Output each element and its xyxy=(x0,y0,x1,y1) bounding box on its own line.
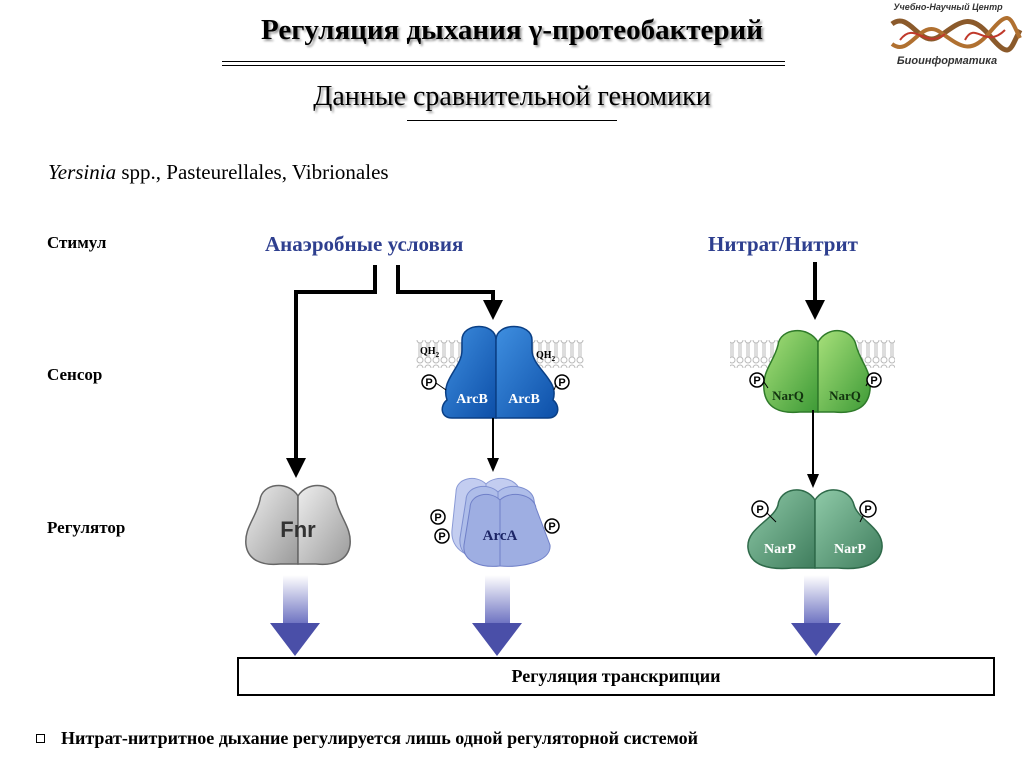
svg-text:P: P xyxy=(753,375,760,387)
phospho-arcb-left-icon: P xyxy=(421,374,447,391)
note-text: Нитрат-нитритное дыхание регулируется ли… xyxy=(61,728,699,748)
page-title: Регуляция дыхания γ-протеобактерий xyxy=(261,14,763,46)
bottom-note: Нитрат-нитритное дыхание регулируется ли… xyxy=(36,728,698,749)
phospho-narp-left-icon: P xyxy=(751,500,777,523)
arrow-anaerobic-to-arcb xyxy=(396,265,503,320)
logo-bottom-text: Биоинформатика xyxy=(896,55,998,67)
arrow-anaerobic-to-fnr xyxy=(286,265,377,478)
svg-text:P: P xyxy=(864,504,871,516)
phospho-arca-1-icon: P xyxy=(430,509,446,525)
fnr-regulator xyxy=(245,484,351,566)
row-label-regulator: Регулятор xyxy=(47,518,126,537)
narp-left-label: NarP xyxy=(764,542,796,557)
svg-text:P: P xyxy=(756,504,763,516)
row-label-stimulus: Стимул xyxy=(47,233,107,252)
title-underline-second xyxy=(222,65,785,66)
checkbox-bullet-icon xyxy=(36,734,45,743)
arcb-left-label: ArcB xyxy=(456,392,488,407)
phospho-narp-right-icon: P xyxy=(859,500,877,523)
qh2-left-label: QH2 xyxy=(420,346,440,359)
svg-text:P: P xyxy=(425,377,432,389)
output-arrow-fnr xyxy=(270,575,320,656)
arcb-right-label: ArcB xyxy=(508,392,540,407)
arrow-narq-to-narp xyxy=(807,410,819,488)
phospho-markers: P P P P P P P P P xyxy=(421,372,882,544)
svg-text:P: P xyxy=(870,375,877,387)
organism-genus: Yersinia xyxy=(48,160,117,184)
arca-regulator xyxy=(451,477,551,567)
qh2-right-label: QH2 xyxy=(536,350,556,363)
transcription-regulation-box: Регуляция транскрипции xyxy=(237,657,995,696)
page-subtitle: Данные сравнительной геномики xyxy=(313,81,711,112)
phospho-narq-right-icon: P xyxy=(865,372,882,388)
svg-text:P: P xyxy=(548,521,555,533)
output-arrow-arca xyxy=(472,575,522,656)
svg-text:P: P xyxy=(434,512,441,524)
phospho-arca-3-icon: P xyxy=(544,518,560,534)
svg-text:P: P xyxy=(438,531,445,543)
phospho-arcb-right-icon: P xyxy=(553,374,570,391)
dna-logo-icon xyxy=(890,16,1023,53)
stimulus-anaerobic: Анаэробные условия xyxy=(265,232,464,256)
output-arrow-narp xyxy=(791,575,841,656)
narq-sensor xyxy=(763,329,871,414)
arrow-nitrate-to-narq xyxy=(805,262,825,320)
arrow-arcb-to-arca xyxy=(487,418,499,472)
narp-regulator xyxy=(747,489,883,570)
arcb-sensor xyxy=(441,325,559,419)
narq-right-label: NarQ xyxy=(829,388,861,403)
logo-top-text: Учебно-Научный Центр xyxy=(893,2,1003,12)
title-underline xyxy=(222,61,785,62)
phospho-narq-left-icon: P xyxy=(749,372,769,389)
row-label-sensor: Сенсор xyxy=(47,365,103,384)
arca-label: ArcA xyxy=(483,528,518,544)
stimulus-nitrate: Нитрат/Нитрит xyxy=(708,232,858,256)
narp-right-label: NarP xyxy=(834,542,866,557)
organisms-line: Yersinia spp., Pasteurellales, Vibrional… xyxy=(48,160,389,185)
organism-rest: spp., Pasteurellales, Vibrionales xyxy=(116,160,389,184)
narq-left-label: NarQ xyxy=(772,388,804,403)
phospho-arca-2-icon: P xyxy=(434,528,450,544)
svg-text:P: P xyxy=(558,377,565,389)
subtitle-underline xyxy=(407,120,617,121)
fnr-label: Fnr xyxy=(280,517,316,542)
